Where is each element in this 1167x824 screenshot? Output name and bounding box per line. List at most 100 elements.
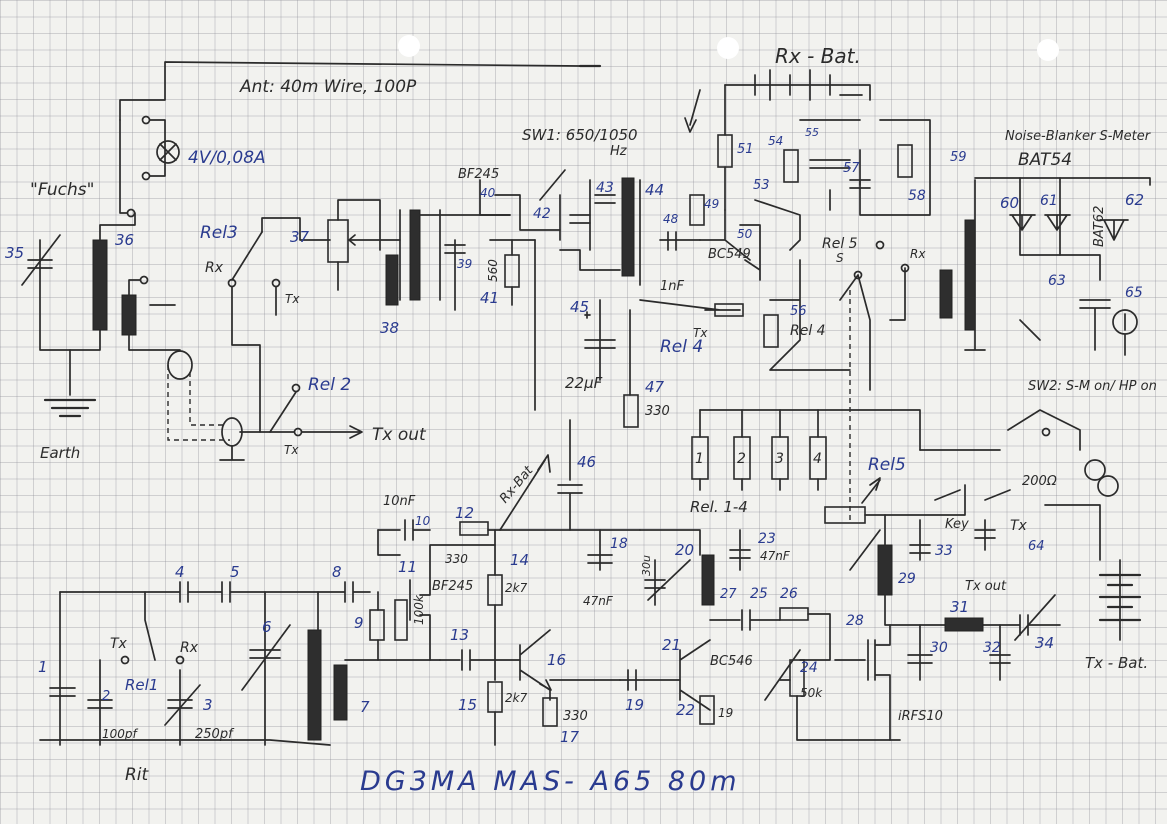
component-number: 26: [780, 586, 798, 602]
bat54-label: BAT54: [1018, 150, 1072, 170]
component-number: 59: [950, 150, 967, 165]
r-50k-label: 50k: [800, 686, 823, 700]
component-number: 47: [645, 378, 665, 396]
rx-bat-label: Rx - Bat.: [775, 44, 861, 68]
component-number: 65: [1125, 285, 1143, 301]
antenna-section: Ant: 40m Wire, 100P 4V/0,08A "Fuchs": [30, 61, 602, 218]
contact-icon: [141, 171, 151, 181]
driver-stage: 47nF 30u 47nF BC546 19 50k: [583, 529, 901, 741]
r-100k-label: 100k: [412, 594, 426, 625]
resistor-14: [487, 574, 503, 606]
relay-switches-left: Rel3 Rx Tx Rel 2 Tx out Tx: [200, 217, 427, 457]
contact-icon: [141, 115, 151, 125]
resistor-55: [763, 314, 779, 348]
potentiometer-37: [327, 219, 349, 263]
rel4-label: Rel 4: [660, 337, 703, 357]
tx-label: Tx: [284, 443, 299, 457]
component-number: 53: [753, 178, 770, 193]
r-560-label: 560: [486, 259, 500, 282]
component-number: 2: [102, 689, 110, 704]
component-number: 22: [676, 701, 695, 719]
r-2k7-label: 2k7: [505, 691, 528, 705]
rit-label: Rit: [125, 765, 150, 785]
tx-battery: Tx - Bat.: [1085, 559, 1148, 672]
contact-icon: [291, 383, 301, 393]
component-number: 23: [758, 531, 776, 547]
bf245-bottom-label: BF245: [432, 579, 473, 594]
pa-stage: iRFS10 Tx out: [834, 514, 1061, 741]
component-number: 24: [800, 660, 818, 676]
component-number: 36: [115, 231, 134, 249]
punch-hole-right: [1037, 39, 1059, 61]
component-number: 8: [332, 563, 342, 581]
coil-31: [944, 617, 984, 632]
lamp-label: 4V/0,08A: [188, 148, 266, 168]
component-number: 20: [675, 541, 694, 559]
bat62-label: BAT62: [1092, 206, 1107, 247]
component-number: 54: [768, 134, 783, 148]
audio-stage: 1nF BC549 Rx - Bat. Rel 4 Rel 4 Tx: [639, 44, 931, 371]
noise-blanker: Noise-Blanker S-Meter BAT54 BAT62 SW2: S…: [939, 129, 1157, 497]
bf245-top-label: BF245: [458, 167, 499, 182]
component-numbers: 1 2 3 4 5 6 7 8 9 10 11 12 13 14 15 16 1…: [5, 126, 1144, 746]
component-number: 49: [704, 197, 719, 211]
component-number: 55: [805, 126, 819, 139]
component-number: 44: [645, 181, 664, 199]
s-label: S: [836, 251, 844, 265]
component-number: 40: [480, 186, 496, 200]
component-number: 5: [230, 563, 240, 581]
tx-label: Tx: [110, 636, 128, 652]
component-number: 14: [510, 551, 529, 569]
component-number: 38: [380, 319, 399, 337]
component-number: 30: [930, 640, 948, 656]
headphone-icon: [1097, 475, 1119, 497]
punch-hole-left: [398, 35, 420, 57]
contact-icon: [293, 427, 303, 437]
choke-29: [877, 544, 893, 596]
r-330-label: 330: [563, 709, 588, 724]
r-2k7-label: 2k7: [505, 581, 528, 595]
component-number: 19: [625, 696, 644, 714]
relay-coil-2-label: 2: [737, 451, 746, 467]
relay-coil-3-label: 3: [775, 451, 784, 467]
filter-section: SW1: 650/1050 Hz 22µF 330: [522, 126, 670, 428]
component-number: 11: [398, 558, 417, 576]
c-47nf-label: 47nF: [760, 549, 791, 563]
component-number: 33: [935, 543, 953, 559]
relay-switches-right: Rel 5 S Rx: [822, 236, 926, 520]
component-number: 6: [262, 618, 272, 636]
headphone-icon: [1084, 459, 1106, 481]
noise-blanker-label: Noise-Blanker S-Meter: [1005, 129, 1152, 144]
component-number: 9: [354, 614, 364, 632]
component-number: 25: [750, 586, 768, 602]
s-meter-icon: [1112, 309, 1138, 335]
resistor-47: [623, 394, 639, 428]
resistor-54: [783, 149, 799, 183]
component-number: 48: [663, 212, 679, 226]
rel1-label: Rel1: [125, 676, 158, 694]
component-number: 57: [843, 161, 860, 176]
schematic-title: DG3MA MAS- A65 80m: [360, 766, 741, 797]
coil-59-left: [939, 269, 953, 319]
rel-1-4-label: Rel. 1-4: [690, 498, 748, 516]
coil-7: [333, 664, 348, 721]
input-stage: BF245 560: [327, 167, 561, 311]
key-label: Key: [945, 517, 969, 532]
resistor-49: [689, 194, 705, 226]
punch-holes: [398, 35, 1059, 61]
c-250pf-label: 250pf: [195, 727, 235, 742]
resistor-15: [487, 681, 503, 713]
ohm200-label: 200Ω: [1022, 474, 1057, 489]
tx-out2-label: Tx out: [965, 579, 1007, 594]
relay-coil-4-label: 4: [813, 451, 822, 467]
tx-out-label: Tx out: [372, 425, 427, 445]
component-number: 35: [5, 244, 24, 262]
resistor-58: [897, 144, 913, 178]
component-number: 46: [577, 453, 596, 471]
coil-24-core: [701, 554, 715, 606]
coil-59-core: [964, 219, 976, 331]
coax-icon: [167, 350, 193, 380]
component-number: 4: [175, 563, 185, 581]
